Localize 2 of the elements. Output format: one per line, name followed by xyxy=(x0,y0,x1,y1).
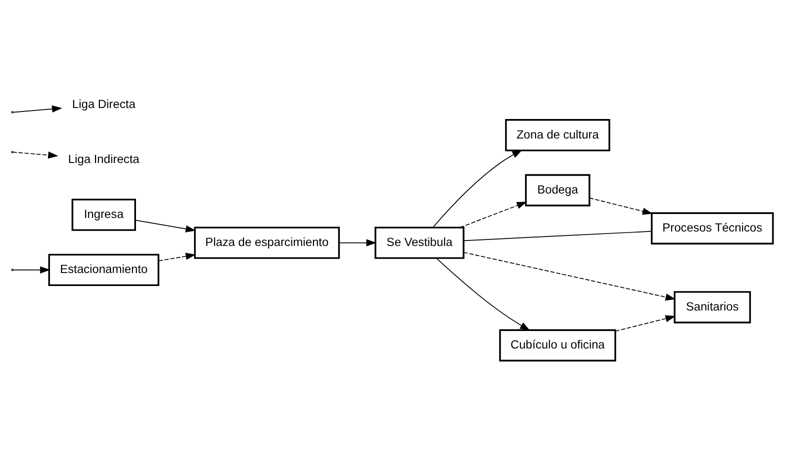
legend-label: Liga Directa xyxy=(72,96,136,111)
legend-label: Liga Indirecta xyxy=(68,152,140,166)
